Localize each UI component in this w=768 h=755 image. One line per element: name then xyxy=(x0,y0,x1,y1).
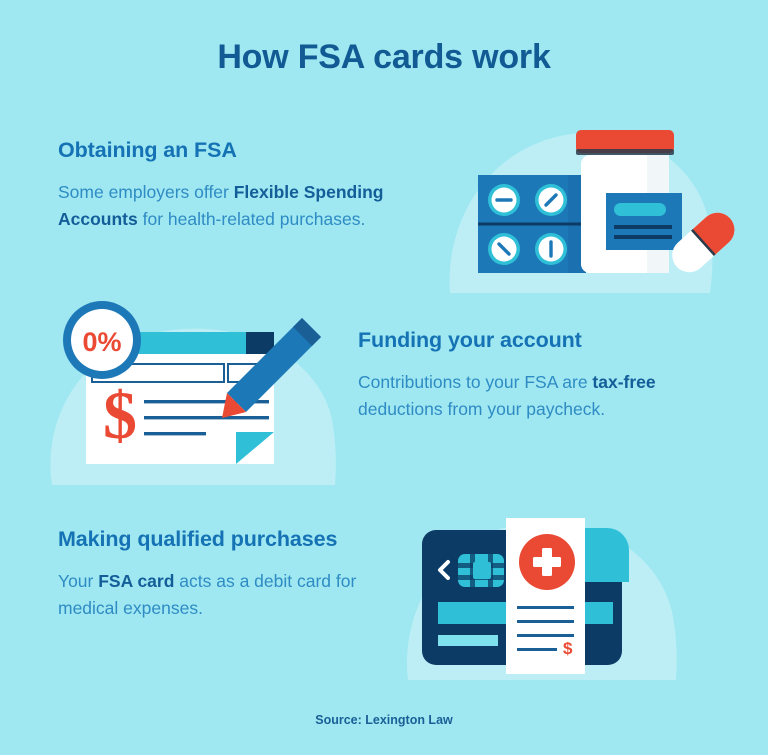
body-text-part: Your xyxy=(58,571,99,591)
body-text-part: Some employers offer xyxy=(58,182,234,202)
section-body: Your FSA card acts as a debit card for m… xyxy=(58,568,398,621)
body-text-bold: tax-free xyxy=(592,372,656,392)
section-heading: Obtaining an FSA xyxy=(58,138,237,162)
body-text-part: acts as a debit card for medical expense… xyxy=(58,571,357,618)
receipt-dollar-sign: $ xyxy=(563,639,573,658)
source-attribution: Source: Lexington Law xyxy=(315,713,453,727)
dollar-sign-glyph: $ xyxy=(103,377,137,453)
badge-percent-label: 0% xyxy=(82,327,121,357)
section-heading: Funding your account xyxy=(358,328,582,352)
section-making-qualified-purchases: Making qualified purchases Your FSA card… xyxy=(58,527,398,621)
medical-receipt: $ xyxy=(506,518,585,674)
body-text-part: for health-related purchases. xyxy=(137,208,366,229)
page-title: How FSA cards work xyxy=(217,38,551,76)
body-text-part: Contributions to your FSA are xyxy=(358,372,593,392)
section-body: Some employers offer Flexible Spending A… xyxy=(58,179,448,232)
zero-percent-badge: 0% xyxy=(63,301,141,379)
pill-bottle-blister-pack-illustration xyxy=(440,108,740,293)
section-obtaining-an-fsa: Obtaining an FSA Some employers offer Fl… xyxy=(58,138,448,232)
blister-pack xyxy=(478,175,586,273)
section-body: Contributions to your FSA are tax-free d… xyxy=(358,369,718,422)
medical-cross-icon xyxy=(519,534,575,590)
body-text-bold: Flexible Spending Accounts xyxy=(58,182,384,229)
medicine-bottle xyxy=(576,130,682,273)
card-chip xyxy=(458,554,504,587)
debit-card-receipt-illustration: $ xyxy=(400,490,690,680)
body-text-part: deductions from your paycheck. xyxy=(358,398,606,419)
capsule-pill xyxy=(672,212,735,273)
chevron-left-icon xyxy=(438,560,450,580)
section-funding-your-account: Funding your account Contributions to yo… xyxy=(358,328,718,422)
body-text-bold: FSA card xyxy=(98,571,175,591)
check-with-pen-illustration: $ 0% xyxy=(40,290,360,485)
pen xyxy=(222,318,321,418)
section-heading: Making qualified purchases xyxy=(58,527,338,551)
